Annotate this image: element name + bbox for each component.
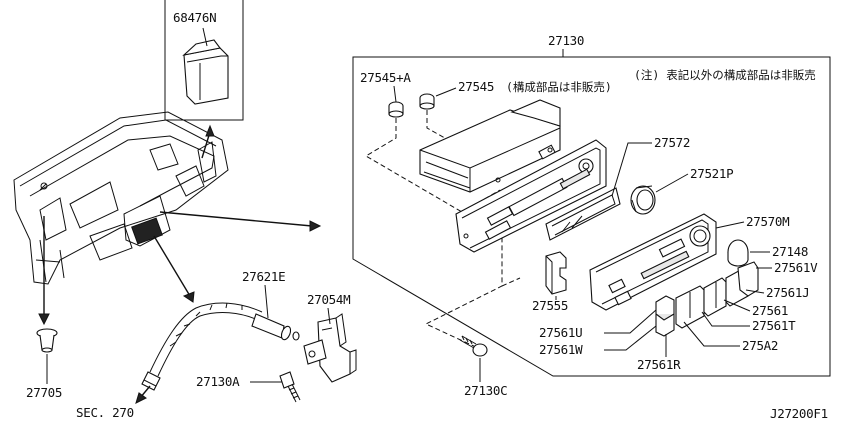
part-27555-bracket[interactable] [545, 251, 567, 295]
frame-27130 [352, 56, 831, 377]
part-27521P-knob[interactable] [630, 185, 656, 215]
part-27054M-sensor[interactable] [303, 313, 357, 383]
part-27148-knob[interactable] [727, 239, 749, 267]
label-27555: 27555 [532, 298, 568, 313]
label-27561: 27561 [752, 303, 788, 318]
label-sec-270: SEC. 270 [76, 405, 134, 420]
inset-68476N: 68476N [164, 0, 244, 121]
part-27621E-hose[interactable] [141, 302, 300, 391]
label-27561T: 27561T [752, 318, 796, 333]
label-27561W: 27561W [539, 342, 583, 357]
label-27561J: 27561J [766, 285, 809, 300]
label-27561R: 27561R [637, 357, 681, 372]
part-27130-control-unit[interactable] [419, 99, 607, 253]
label-27570M: 27570M [746, 214, 789, 229]
label-27705: 27705 [26, 385, 62, 400]
label-27561U: 27561U [539, 325, 582, 340]
label-68476N: 68476N [173, 10, 216, 25]
label-27545: 27545 [458, 79, 494, 94]
part-27705-grommet[interactable] [36, 328, 58, 353]
label-27054M: 27054M [307, 292, 350, 307]
part-27545A-screw[interactable] [388, 101, 404, 118]
diagram-id: J27200F1 [770, 406, 828, 421]
label-27521P: 27521P [690, 166, 733, 181]
dashboard-arrows [38, 124, 322, 326]
note-not-sold: (構成部品は非販売) [506, 80, 612, 94]
part-27130C-screw[interactable] [459, 335, 488, 357]
label-27130: 27130 [548, 33, 584, 48]
label-27148: 27148 [772, 244, 808, 259]
part-27572-display-lens[interactable] [545, 187, 621, 241]
dashboard-illustration [13, 111, 229, 285]
note-main: (注) 表記以外の構成部品は非販売 [634, 68, 816, 82]
part-push-buttons[interactable] [655, 261, 759, 337]
label-27621E: 27621E [242, 269, 285, 284]
part-27570M-finisher[interactable] [589, 213, 717, 311]
label-27130A: 27130A [196, 374, 240, 389]
part-27130A-screw[interactable] [279, 371, 301, 403]
label-275A2: 275A2 [742, 338, 778, 353]
part-68476N-clip[interactable] [182, 39, 229, 105]
label-27545A: 27545+A [360, 70, 411, 85]
label-27572: 27572 [654, 135, 690, 150]
label-27561V: 27561V [774, 260, 818, 275]
part-27545-screw[interactable] [419, 93, 435, 110]
label-27130C: 27130C [464, 383, 507, 398]
